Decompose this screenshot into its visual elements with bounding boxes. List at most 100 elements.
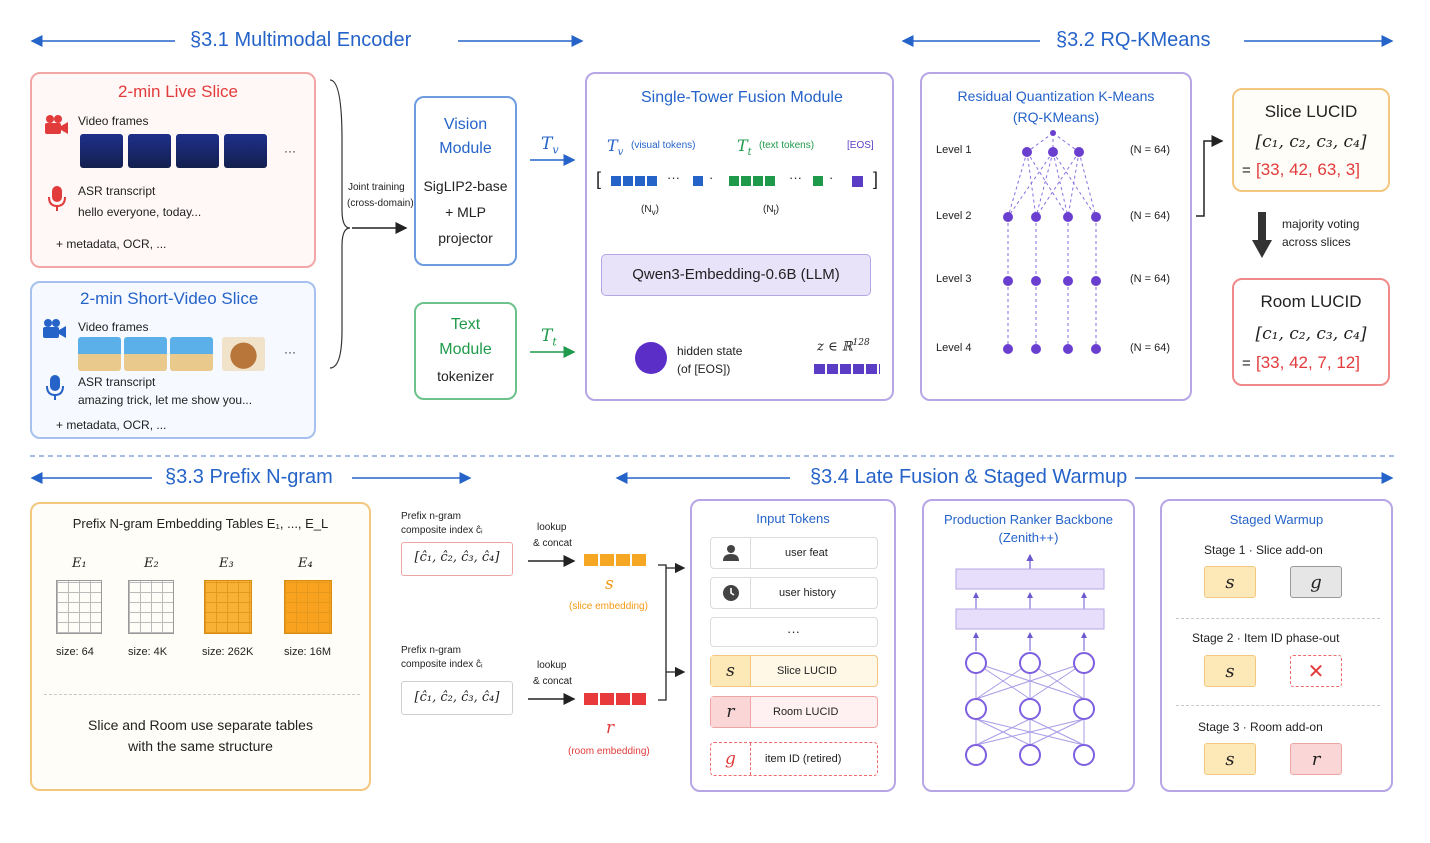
prefix-top-index-label: composite index ĉᵢ <box>401 525 483 536</box>
text-tokenizer: tokenizer <box>437 368 494 384</box>
ngram-divider <box>44 694 360 695</box>
hidden-state-eos: (of [EOS]) <box>677 362 731 376</box>
sequence-close-bracket: ] <box>873 169 879 189</box>
microphone-icon <box>48 186 66 211</box>
token-ellipsis: · <box>709 170 714 185</box>
short-asr-label: ASR transcript <box>78 375 156 389</box>
slice-embedding-symbol: s <box>605 574 614 594</box>
llm-block: Qwen3-Embedding-0.6B (LLM) <box>601 254 871 296</box>
short-frame-4 <box>222 337 265 371</box>
room-lucid-value: [33, 42, 7, 12] <box>1256 353 1360 372</box>
table-e2-name: E₂ <box>144 556 159 571</box>
joint-training-label: Joint training <box>348 182 405 193</box>
staged-warmup-panel: Staged Warmup Stage 1 · Slice add-on s g… <box>1160 499 1393 792</box>
video-camera-icon <box>43 319 66 338</box>
z-vector-blocks <box>814 364 880 374</box>
token-user-feat: user feat <box>710 537 878 569</box>
table-e4-name: E₄ <box>298 556 313 571</box>
token-ellipsis: ··· <box>789 170 802 185</box>
slice-embedding-blocks <box>584 554 646 566</box>
level-1-n: (N = 64) <box>1130 144 1171 156</box>
short-slice-panel: 2-min Short-Video Slice Video frames ···… <box>30 281 316 439</box>
token-ellipsis: ··· <box>710 617 878 647</box>
eos-label: [EOS] <box>847 140 874 151</box>
lookup-top-concat: & concat <box>533 538 572 549</box>
short-metadata: + metadata, OCR, ... <box>56 418 167 432</box>
live-slice-title: 2-min Live Slice <box>118 82 238 101</box>
stage-3-label: Stage 3 · Room add-on <box>1198 720 1323 734</box>
prefix-bottom-index: [ĉ₁, ĉ₂, ĉ₃, ĉ₄] <box>401 681 513 715</box>
live-frame-3 <box>176 134 219 168</box>
vision-module-title-2: Module <box>439 140 492 157</box>
section-title-multimodal-encoder: §3.1 Multimodal Encoder <box>190 29 412 51</box>
room-lucid-title: Room LUCID <box>1260 292 1362 311</box>
fusion-module: Single-Tower Fusion Module Tv (visual to… <box>585 72 894 401</box>
short-slice-title: 2-min Short-Video Slice <box>80 289 259 308</box>
ranker-network <box>955 553 1105 766</box>
table-e1-size: size: 64 <box>56 646 94 658</box>
slice-embedding-label: (slice embedding) <box>569 601 648 612</box>
short-frame-2 <box>124 337 167 371</box>
slice-lucid-box: Slice LUCID [c₁, c₂, c₃, c₄] = [33, 42, … <box>1232 88 1390 192</box>
section-title-late-fusion: §3.4 Late Fusion & Staged Warmup <box>810 466 1128 488</box>
prefix-bottom-index-label: composite index ĉᵢ <box>401 659 483 670</box>
room-embedding-label: (room embedding) <box>568 746 650 757</box>
ranker-panel: Production Ranker Backbone (Zenith++) <box>922 499 1135 792</box>
live-frame-4 <box>224 134 267 168</box>
ngram-note-2: with the same structure <box>128 738 273 754</box>
short-frames-label: Video frames <box>78 320 149 334</box>
ranker-title: Production Ranker Backbone <box>943 512 1114 527</box>
stage-1-slice-chip: s <box>1204 566 1256 598</box>
token-room-lucid: r Room LUCID <box>710 696 878 728</box>
level-1-label: Level 1 <box>936 144 972 156</box>
visual-tokens-label: (visual tokens) <box>631 140 696 151</box>
eos-token-block <box>852 176 863 187</box>
nv-label: (Nv) <box>641 204 659 217</box>
level-4-label: Level 4 <box>936 342 972 354</box>
room-embedding-blocks <box>584 693 646 705</box>
warmup-divider <box>1176 705 1380 706</box>
table-e2-grid <box>128 580 174 634</box>
token-user-history: user history <box>710 577 878 609</box>
visual-token-blocks <box>611 176 659 186</box>
table-e3-size: size: 262K <box>202 646 254 658</box>
room-lucid-box: Room LUCID [c₁, c₂, c₃, c₄] = [33, 42, 7… <box>1232 278 1390 386</box>
level-3-label: Level 3 <box>936 273 972 285</box>
video-camera-icon <box>45 115 68 134</box>
room-lucid-equals: = <box>1242 355 1251 372</box>
lookup-bottom-label: lookup <box>537 660 567 671</box>
input-tokens-title: Input Tokens <box>756 511 830 526</box>
hidden-state-circle <box>635 342 667 374</box>
ngram-tables-panel: Prefix N-gram Embedding Tables E₁, ..., … <box>30 502 371 791</box>
rq-title: Residual Quantization K-Means <box>957 88 1155 104</box>
text-token-blocks <box>729 176 777 186</box>
lookup-bottom-concat: & concat <box>533 676 572 687</box>
short-frame-1 <box>78 337 121 371</box>
prefix-top-index: [ĉ₁, ĉ₂, ĉ₃, ĉ₄] <box>401 542 513 576</box>
voting-label: majority voting <box>1282 217 1360 231</box>
rq-kmeans-panel: Residual Quantization K-Means (RQ-KMeans… <box>920 72 1192 401</box>
joint-training-sub: (cross-domain) <box>347 198 414 209</box>
microphone-icon <box>46 375 64 400</box>
rq-subtitle: (RQ-KMeans) <box>1012 109 1100 125</box>
stage-1-label: Stage 1 · Slice add-on <box>1204 543 1323 557</box>
text-module: Text Module tokenizer <box>414 302 517 400</box>
short-frame-3 <box>170 337 213 371</box>
live-frame-2 <box>128 134 171 168</box>
live-frame-1 <box>80 134 123 168</box>
stage-2-label: Stage 2 · Item ID phase-out <box>1192 631 1340 645</box>
room-embedding-symbol: r <box>606 718 615 738</box>
table-e3-name: E₃ <box>219 556 234 571</box>
prefix-top-label: Prefix n-gram <box>401 511 462 522</box>
ranker-subtitle: (Zenith++) <box>998 530 1059 545</box>
input-tokens-panel: Input Tokens user feat user history ··· … <box>690 499 896 792</box>
table-e1-grid <box>56 580 102 634</box>
prefix-bottom-label: Prefix n-gram <box>401 645 462 656</box>
stage-3-room-chip: r <box>1290 743 1342 775</box>
live-metadata: + metadata, OCR, ... <box>56 237 167 251</box>
short-asr-text: amazing trick, let me show you... <box>78 393 253 407</box>
token-item-id-retired: g item ID (retired) <box>710 742 878 776</box>
visual-token-last <box>693 176 703 186</box>
